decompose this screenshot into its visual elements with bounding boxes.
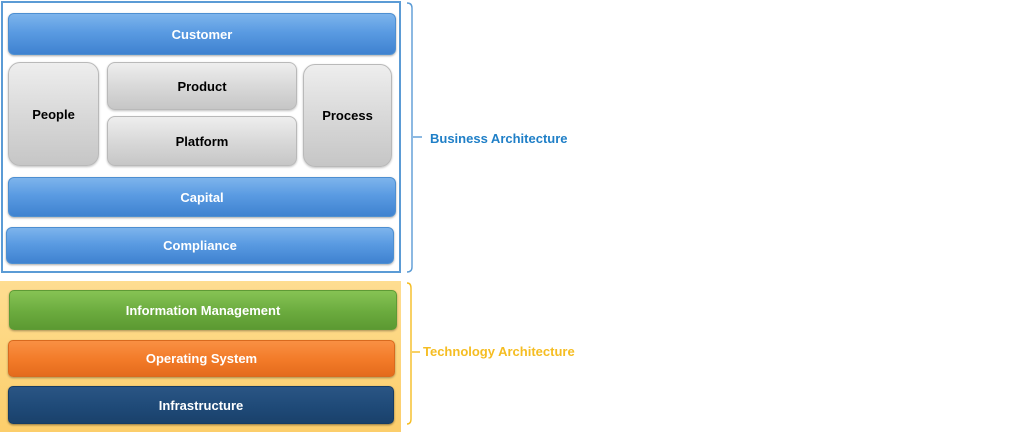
technology-architecture-label: Technology Architecture	[423, 344, 575, 359]
compliance-block: Compliance	[6, 227, 394, 264]
platform-label: Platform	[175, 133, 229, 149]
product-block: Product	[107, 62, 297, 110]
information-management-block: Information Management	[9, 290, 397, 330]
technology-bracket	[406, 282, 412, 425]
product-label: Product	[177, 78, 227, 94]
process-label: Process	[322, 108, 373, 123]
customer-block: Customer	[8, 13, 396, 55]
capital-block: Capital	[8, 177, 396, 217]
capital-label: Capital	[180, 189, 224, 205]
information-management-label: Information Management	[125, 302, 281, 318]
infrastructure-label: Infrastructure	[158, 397, 244, 413]
infrastructure-block: Infrastructure	[8, 386, 394, 424]
operating-system-label: Operating System	[145, 351, 258, 366]
operating-system-block: Operating System	[8, 340, 395, 377]
business-bracket	[406, 2, 413, 273]
people-label: People	[32, 106, 75, 122]
people-block: People	[8, 62, 99, 166]
compliance-label: Compliance	[163, 238, 237, 253]
platform-block: Platform	[107, 116, 297, 166]
customer-label: Customer	[171, 26, 233, 42]
architecture-brackets	[406, 2, 422, 425]
business-architecture-label: Business Architecture	[430, 131, 568, 146]
process-block: Process	[303, 64, 392, 167]
